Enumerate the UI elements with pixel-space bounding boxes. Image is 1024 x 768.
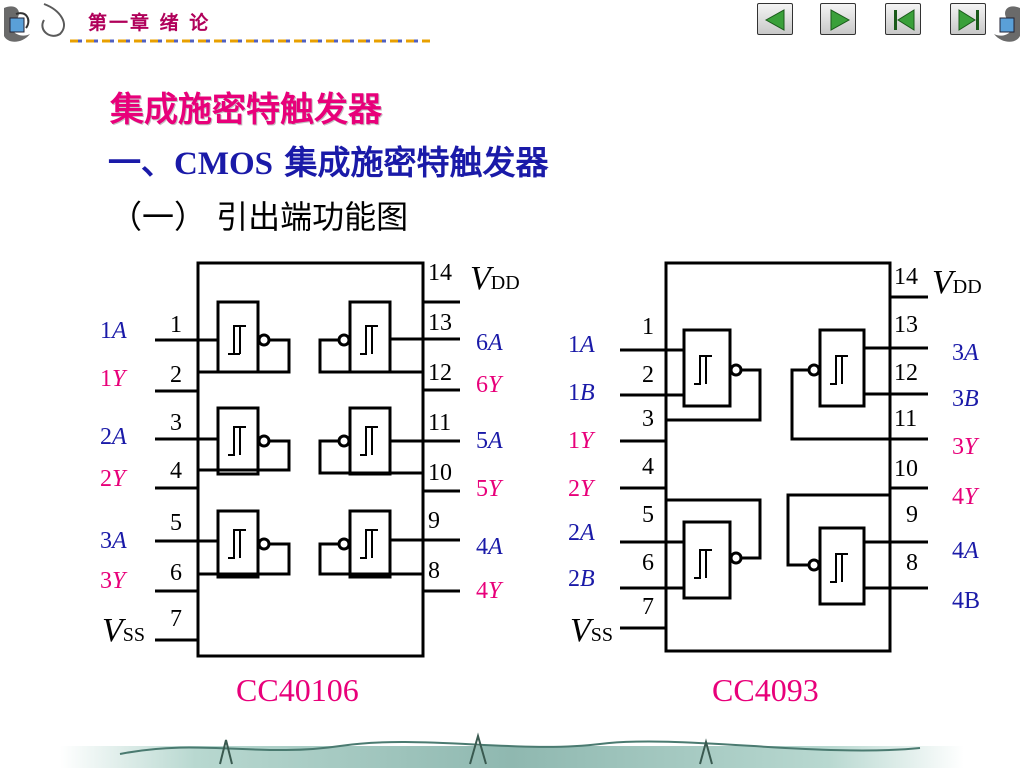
pin-number: 14 xyxy=(894,264,918,290)
pin-number: 1 xyxy=(642,314,654,340)
pin-number: 2 xyxy=(170,362,182,388)
pin-number: 12 xyxy=(428,360,452,386)
part-number: CC40106 xyxy=(236,672,359,708)
pin-number: 1 xyxy=(170,312,182,338)
footer-decoration xyxy=(60,732,964,768)
section-latin: CMOS xyxy=(174,146,273,182)
vdd-label: VDD xyxy=(470,260,520,297)
pin-number: 6 xyxy=(170,560,182,586)
pin-number: 7 xyxy=(170,606,182,632)
signal-label: 5A xyxy=(476,428,503,454)
right-ornament-icon xyxy=(994,6,1020,42)
pin-number: 13 xyxy=(428,310,452,336)
signal-label: 1B xyxy=(568,380,595,406)
signal-label: 2Y xyxy=(568,476,594,502)
pin-number: 5 xyxy=(170,510,182,536)
pin-number: 3 xyxy=(642,406,654,432)
signal-label: 3A xyxy=(952,340,979,366)
skip-first-icon xyxy=(894,9,915,31)
pin-number: 13 xyxy=(894,312,918,338)
pin-number: 4 xyxy=(170,458,182,484)
signal-label: 2Y xyxy=(100,466,126,492)
next-slide-button[interactable] xyxy=(820,3,856,35)
signal-label: 6Y xyxy=(476,372,502,398)
first-slide-button[interactable] xyxy=(885,3,921,35)
vdd-label: VDD xyxy=(932,264,982,301)
signal-label: 1A xyxy=(568,332,595,358)
pin-number: 11 xyxy=(428,410,452,436)
section-heading: 一、CMOS 集成施密特触发器 xyxy=(108,136,549,184)
signal-label: 1A xyxy=(100,318,127,344)
signal-label: 6A xyxy=(476,330,503,356)
pin-number: 8 xyxy=(906,550,918,576)
part-number: CC4093 xyxy=(712,672,819,708)
pin-number: 9 xyxy=(428,508,440,534)
vss-label: VSS xyxy=(570,612,614,649)
signal-label: 3Y xyxy=(952,434,978,460)
chapter-title: 第一章 绪 论 xyxy=(88,12,211,34)
pin-number: 10 xyxy=(894,456,918,482)
vss-label: VSS xyxy=(102,612,146,649)
pin-number: 4 xyxy=(642,454,654,480)
pin-number: 7 xyxy=(642,594,654,620)
signal-label: 4A xyxy=(476,534,503,560)
signal-label: 3B xyxy=(952,386,979,412)
pin-number: 14 xyxy=(428,260,452,286)
pin-number: 9 xyxy=(906,502,918,528)
signal-label: 2A xyxy=(100,424,127,450)
section-prefix: 一、 xyxy=(108,143,174,182)
pin-number: 6 xyxy=(642,550,654,576)
pin-number: 11 xyxy=(894,406,918,432)
signal-label: 4A xyxy=(952,538,979,564)
section-rest: 集成施密特触发器 xyxy=(273,143,549,182)
signal-label: 2B xyxy=(568,566,595,592)
pin-number: 12 xyxy=(894,360,918,386)
signal-label: 3Y xyxy=(100,568,126,594)
signal-label: 5Y xyxy=(476,476,502,502)
left-ornament-icon xyxy=(4,3,65,42)
signal-label: 1Y xyxy=(568,428,594,454)
last-slide-button[interactable] xyxy=(950,3,986,35)
signal-label: 3A xyxy=(100,528,127,554)
header-decoration xyxy=(4,3,1020,43)
skip-last-icon xyxy=(958,9,979,31)
triangle-right-icon xyxy=(830,9,851,31)
pin-number: 5 xyxy=(642,502,654,528)
signal-label: 2A xyxy=(568,520,595,546)
signal-label: 4Y xyxy=(476,578,502,604)
pin-number: 3 xyxy=(170,410,182,436)
pin-number: 2 xyxy=(642,362,654,388)
slide-title: 集成施密特触发器 xyxy=(110,90,382,130)
triangle-left-icon xyxy=(764,9,785,31)
signal-label: 1Y xyxy=(100,366,126,392)
pin-number: 10 xyxy=(428,460,452,486)
prev-slide-button[interactable] xyxy=(757,3,793,35)
signal-label: 4Y xyxy=(952,484,978,510)
subsection-heading: （一） 引出端功能图 xyxy=(110,198,409,236)
signal-label: 4B xyxy=(952,588,981,614)
pin-number: 8 xyxy=(428,558,440,584)
